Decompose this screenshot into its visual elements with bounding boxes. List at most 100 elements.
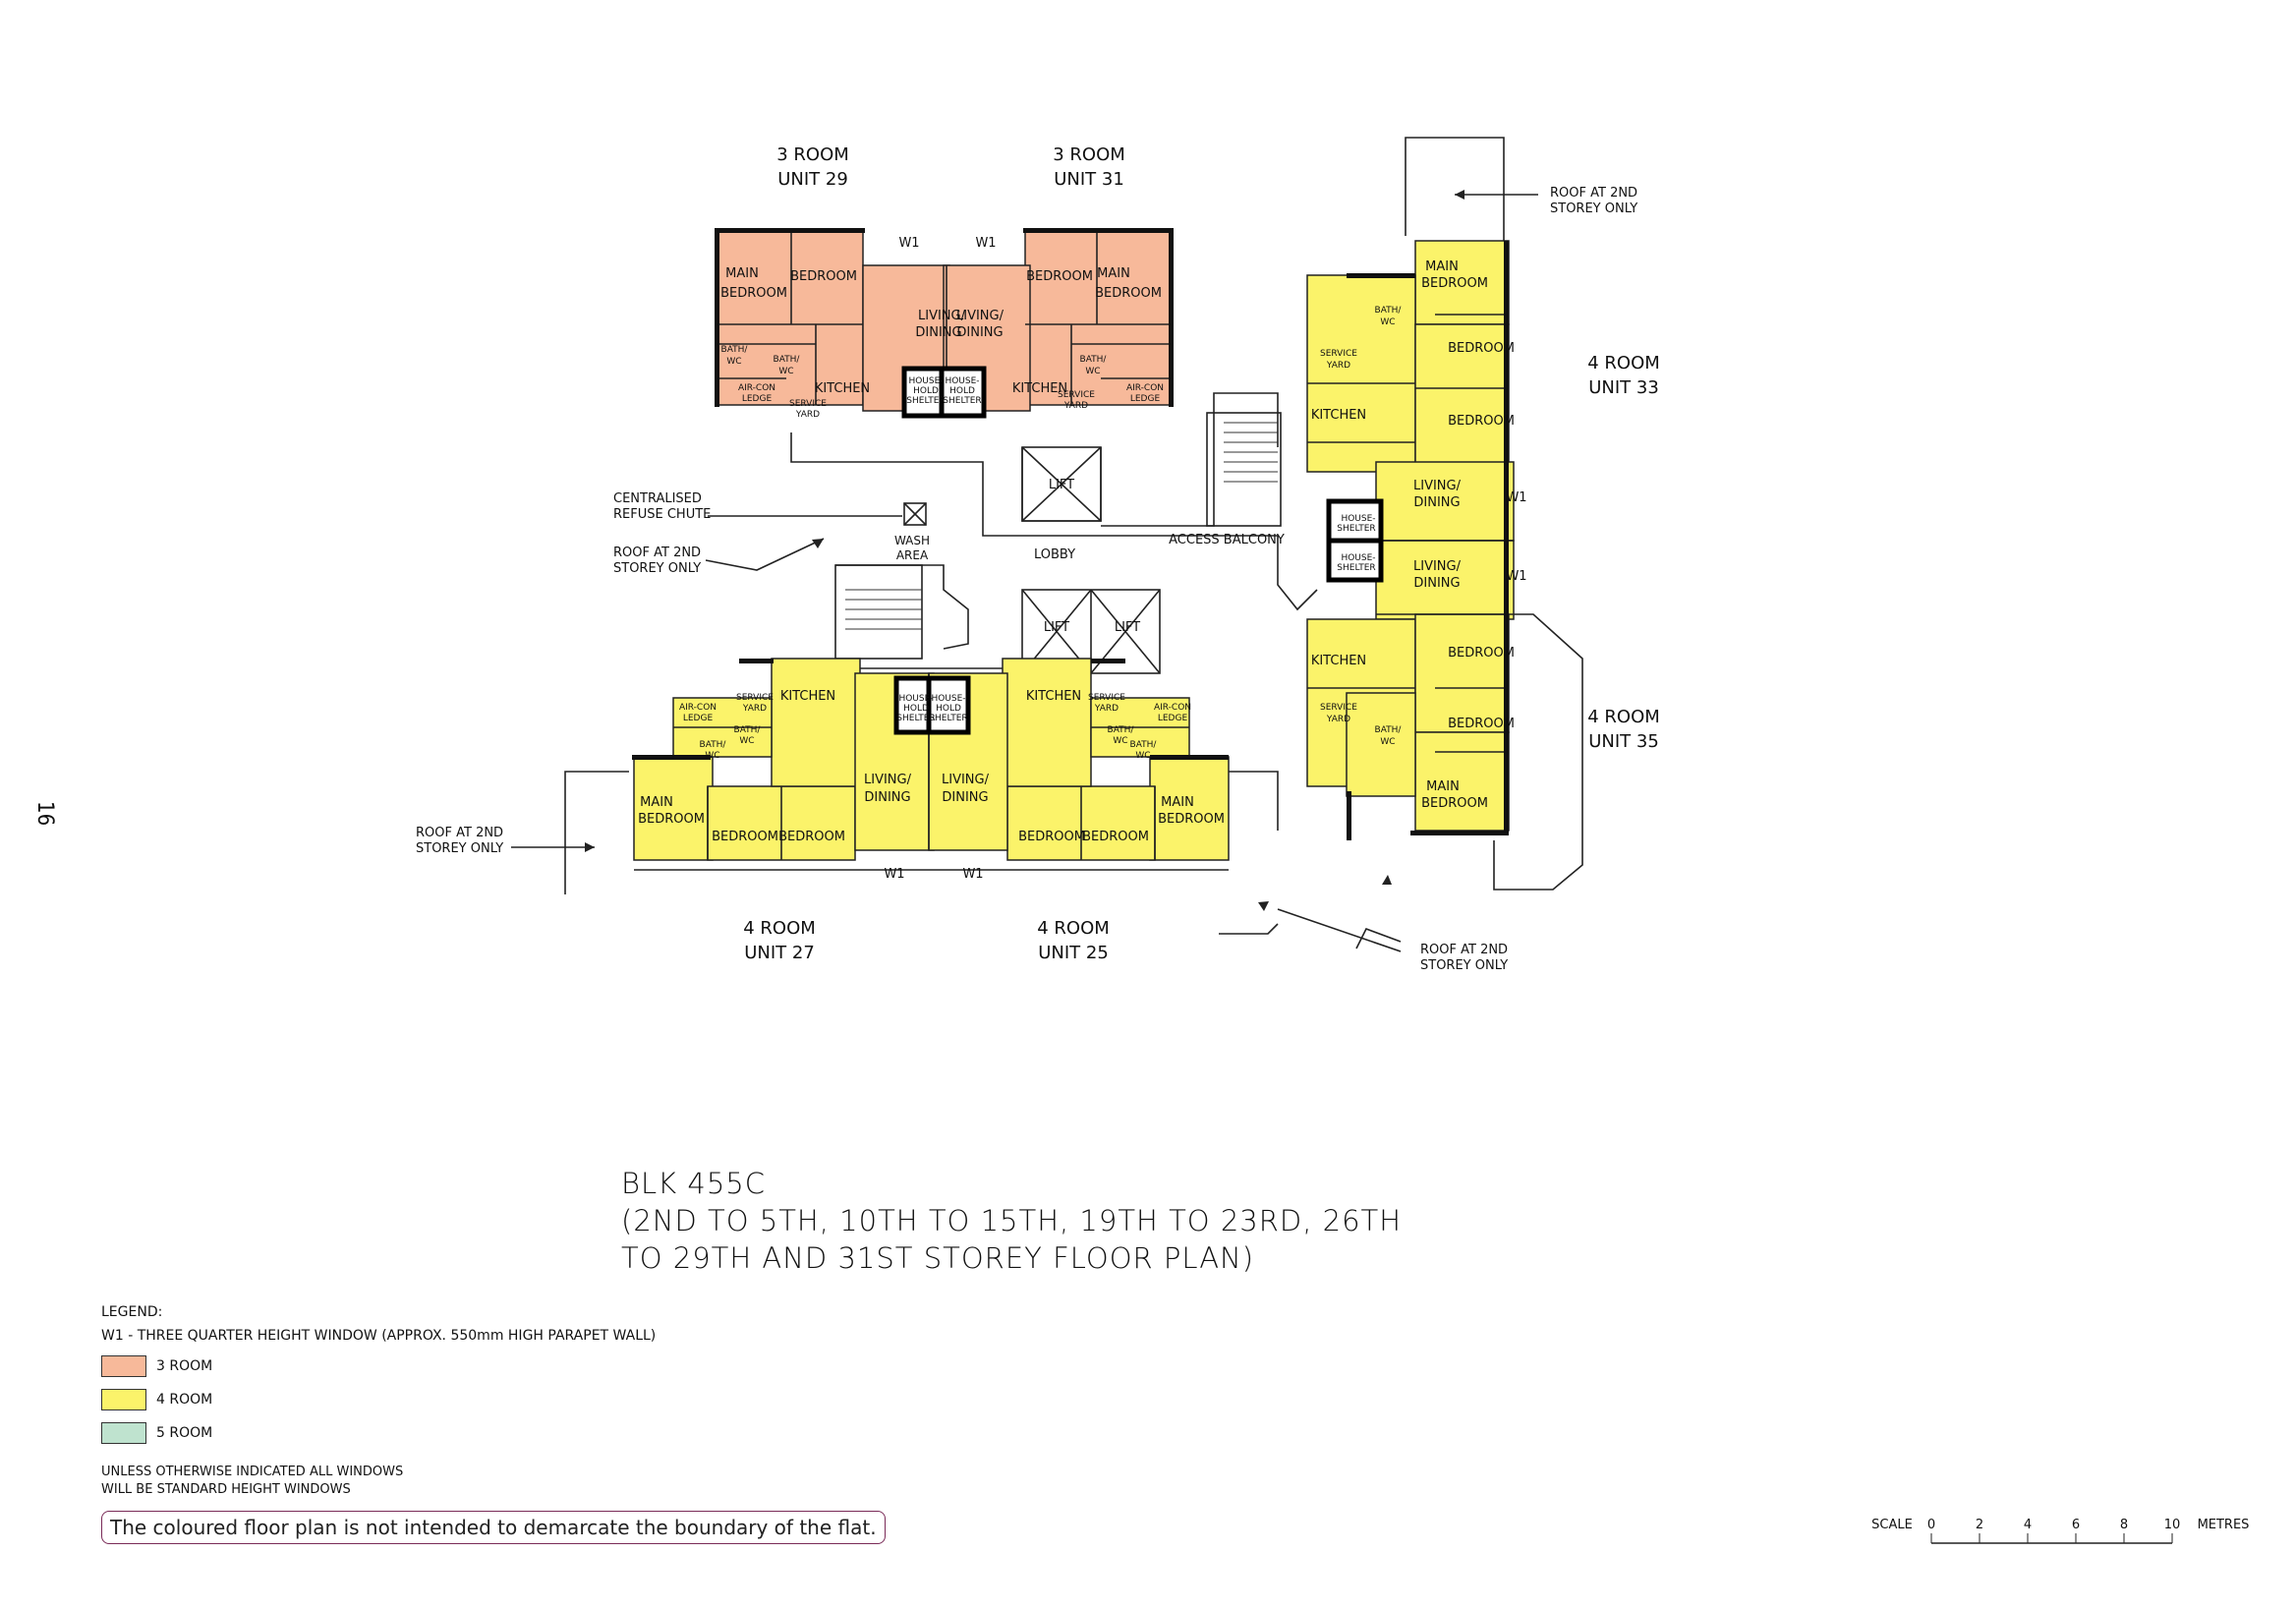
refuse-chute-label: REFUSE CHUTE (613, 507, 711, 522)
wash-area-label: WASH (894, 534, 930, 547)
legend-item-5room: 5 ROOM (101, 1422, 656, 1444)
room-label: HOUSE- (898, 694, 933, 704)
unit-35-type: 4 ROOM (1587, 707, 1660, 727)
lift-label: LIFT (1049, 478, 1074, 492)
room-label: LIVING/ (1413, 479, 1462, 493)
scale-tick: 2 (1976, 1518, 1983, 1532)
room-label: MAIN (725, 266, 759, 281)
room-label: WC (705, 751, 719, 761)
scale-tick: 0 (1927, 1518, 1935, 1532)
room-label: SHELTER (1337, 563, 1375, 573)
scale-tick: 4 (2024, 1518, 2032, 1532)
wash-area-label: AREA (896, 548, 929, 562)
room-label: BEDROOM (1448, 717, 1515, 731)
lift-label: LIFT (1044, 620, 1069, 635)
room-label: HOUSE- (931, 694, 965, 704)
room-label: BATH/ (1108, 725, 1135, 735)
window-label: W1 (898, 236, 919, 251)
room-label: BATH/ (700, 740, 727, 750)
room-label: YARD (1326, 715, 1350, 724)
room-label: LIVING/ (956, 309, 1004, 323)
room-label: HOUSE- (1341, 514, 1375, 524)
plan-title: BLK 455C (2ND TO 5TH, 10TH TO 15TH, 19TH… (621, 1165, 1402, 1277)
window-label: W1 (1506, 569, 1526, 584)
room-label: LEDGE (742, 394, 773, 404)
window-label: W1 (884, 867, 904, 882)
room-label: BEDROOM (1421, 796, 1488, 811)
room-label: SERVICE (1320, 349, 1357, 359)
roof-label: STOREY ONLY (1420, 958, 1508, 973)
room-label: HOLD (913, 386, 939, 396)
scale-bar (1930, 1533, 2173, 1544)
room-label: BATH/ (1080, 355, 1108, 365)
window-label: W1 (1506, 490, 1526, 505)
room-label: AIR-CON (1126, 383, 1164, 393)
room-label: MAIN (1425, 259, 1459, 274)
window-note-line: UNLESS OTHERWISE INDICATED ALL WINDOWS (101, 1465, 404, 1479)
room-label: BEDROOM (790, 269, 857, 284)
legend-swatch (101, 1355, 146, 1377)
room-label: WC (1113, 736, 1127, 746)
unit-25-number: UNIT 25 (1038, 943, 1109, 963)
room-label: WC (1380, 737, 1395, 747)
room-label: BEDROOM (1095, 286, 1162, 301)
room-label: KITCHEN (780, 689, 835, 704)
scale-tick: 6 (2072, 1518, 2080, 1532)
room-label: DINING (956, 325, 1003, 340)
room-label: HOLD (949, 386, 975, 396)
unit-35-number: UNIT 35 (1588, 731, 1659, 752)
room-label: BEDROOM (1018, 830, 1085, 844)
unit-33-type: 4 ROOM (1587, 353, 1660, 374)
room-label: WC (1380, 317, 1395, 327)
room-label: BATH/ (1375, 725, 1403, 735)
room-label: LEDGE (683, 714, 714, 723)
room-label: YARD (1326, 361, 1350, 371)
room-label: BEDROOM (1448, 414, 1515, 429)
unit-35-area (1306, 540, 1515, 832)
room-label: BEDROOM (1026, 269, 1093, 284)
room-label: BATH/ (1130, 740, 1158, 750)
room-label: SHELTER (896, 714, 935, 723)
scale-tick: 10 (2164, 1518, 2181, 1532)
room-label: BATH/ (1375, 306, 1403, 316)
unit-33-area (1306, 240, 1515, 542)
room-label: HOUSE- (1341, 553, 1375, 563)
legend-item-4room: 4 ROOM (101, 1389, 656, 1410)
room-label: SHELTER (929, 714, 967, 723)
room-label: KITCHEN (1311, 408, 1366, 423)
disclaimer: The coloured floor plan is not intended … (101, 1511, 886, 1544)
room-label: BEDROOM (720, 286, 787, 301)
scale-label: SCALE (1871, 1518, 1913, 1532)
room-label: DINING (864, 790, 910, 805)
room-label: BEDROOM (1421, 276, 1488, 291)
room-label: BATH/ (734, 725, 762, 735)
block-title: BLK 455C (621, 1167, 766, 1200)
roof-label: ROOF AT 2ND (1550, 186, 1637, 201)
room-label: HOLD (903, 704, 929, 714)
legend-item-3room: 3 ROOM (101, 1355, 656, 1377)
room-label: SHELTER (906, 396, 945, 406)
room-label: YARD (795, 410, 820, 420)
storey-range-cont: TO 29TH AND 31ST STOREY FLOOR PLAN) (621, 1241, 1255, 1275)
unit-27-type: 4 ROOM (743, 918, 816, 939)
room-label: BEDROOM (1448, 646, 1515, 661)
storey-range: (2ND TO 5TH, 10TH TO 15TH, 19TH TO 23RD,… (621, 1204, 1403, 1237)
room-label: BEDROOM (1158, 812, 1225, 827)
legend-heading: LEGEND: (101, 1304, 163, 1320)
room-label: LIVING/ (918, 309, 966, 323)
roof-label: ROOF AT 2ND (613, 546, 701, 560)
room-label: BEDROOM (638, 812, 705, 827)
access-balcony-label: ACCESS BALCONY (1169, 533, 1285, 547)
room-label: HOLD (936, 704, 961, 714)
scale-tick: 8 (2120, 1518, 2128, 1532)
roof-label: STOREY ONLY (416, 841, 503, 856)
legend-label: 4 ROOM (156, 1392, 213, 1408)
room-label: WC (726, 357, 741, 367)
room-label: BEDROOM (1448, 341, 1515, 356)
room-label: SHELTER (1337, 524, 1375, 534)
roof-label: ROOF AT 2ND (1420, 943, 1508, 957)
room-label: LIVING/ (864, 773, 912, 787)
window-note: UNLESS OTHERWISE INDICATED ALL WINDOWS W… (101, 1464, 656, 1499)
room-label: WC (739, 736, 754, 746)
room-label: BATH/ (774, 355, 801, 365)
